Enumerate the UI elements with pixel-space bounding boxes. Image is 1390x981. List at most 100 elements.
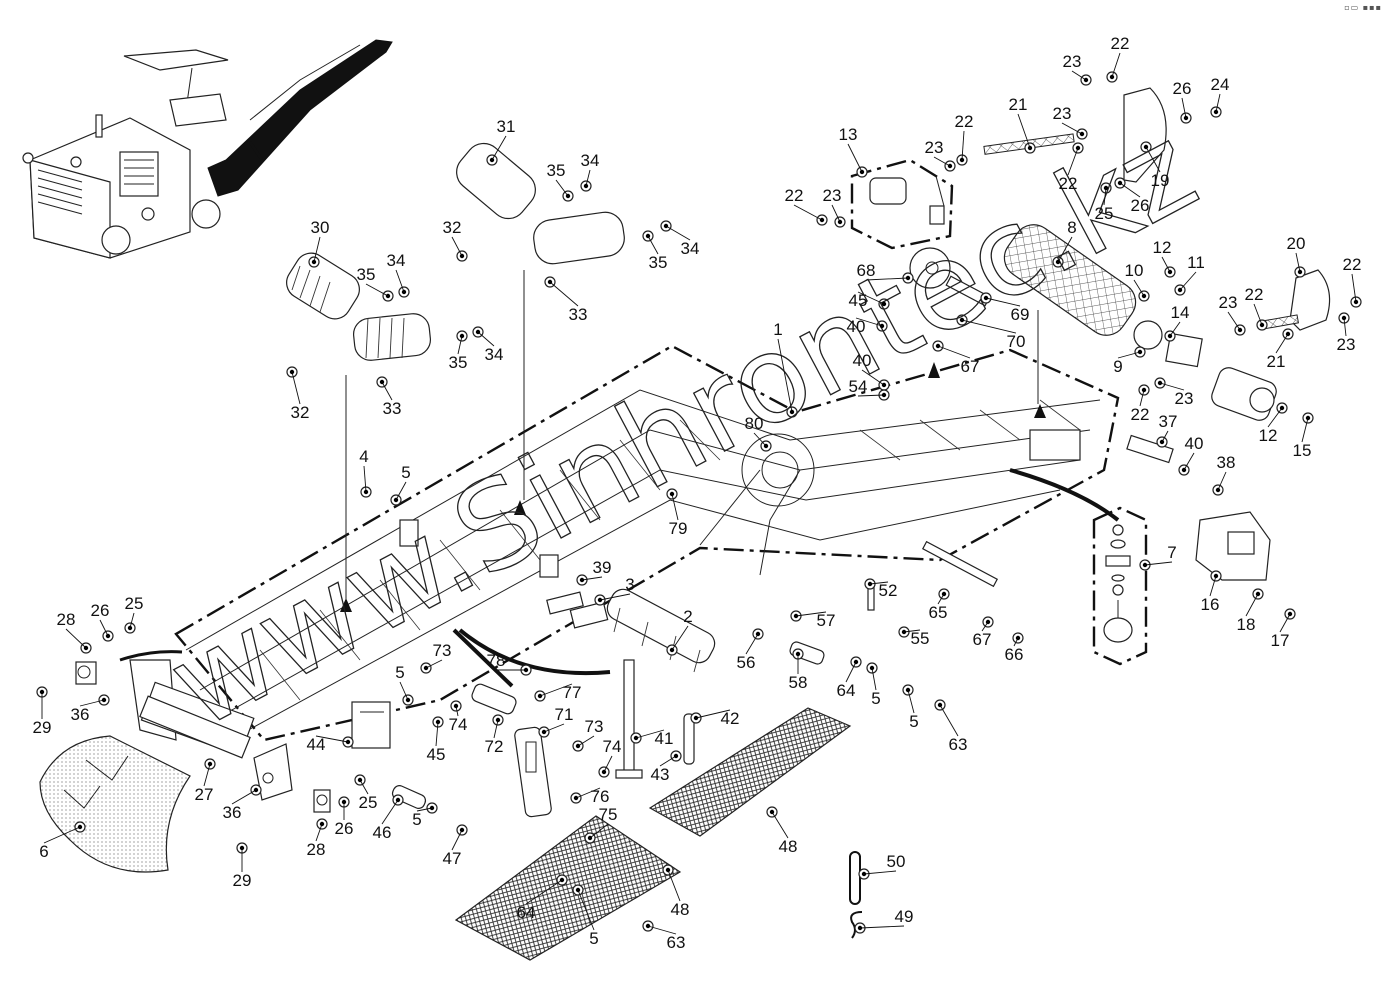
leader-dot — [795, 651, 801, 657]
leader-dot — [39, 689, 45, 695]
leader-dot — [575, 887, 581, 893]
part-number-label: 35 — [449, 353, 468, 372]
part-number-label: 27 — [195, 785, 214, 804]
leader-line — [315, 823, 323, 842]
leader-dot — [819, 217, 825, 223]
leader-line — [635, 729, 665, 739]
part-number-label: 16 — [1201, 595, 1220, 614]
leader-line — [1145, 146, 1161, 173]
leader-line — [1183, 452, 1195, 471]
leader-dot — [1181, 467, 1187, 473]
callout-part-25: 25 — [1095, 185, 1113, 223]
callout-part-15: 15 — [1293, 415, 1311, 460]
part-number-label: 23 — [1063, 52, 1082, 71]
leader-line — [907, 689, 915, 714]
callout-part-3: 3 — [597, 575, 635, 603]
callout-part-35: 35 — [357, 265, 391, 299]
leader-dot — [789, 409, 795, 415]
leader-dot — [1259, 322, 1265, 328]
leader-line — [1209, 575, 1217, 597]
callout-part-34: 34 — [387, 251, 407, 295]
part-number-label: 5 — [395, 663, 404, 682]
leader-line — [771, 811, 789, 839]
leader-line — [555, 179, 569, 197]
leader-dot — [579, 577, 585, 583]
leader-line — [671, 625, 689, 651]
callout-part-12: 12 — [1259, 405, 1285, 445]
leader-dot — [1117, 180, 1123, 186]
callout-part-41: 41 — [633, 729, 673, 748]
part-number-label: 47 — [443, 849, 462, 868]
callout-part-25: 25 — [125, 594, 143, 631]
part-number-label: 5 — [589, 929, 598, 948]
part-number-label: 72 — [485, 737, 504, 756]
leader-dot — [1255, 591, 1261, 597]
part-number-label: 64 — [517, 903, 536, 922]
watermark: www.Sinhrontec.kz — [148, 99, 1218, 757]
part-number-label: 48 — [671, 900, 690, 919]
leader-dot — [77, 824, 83, 830]
callout-part-5: 5 — [905, 687, 919, 731]
leader-dot — [319, 821, 325, 827]
part-number-label: 29 — [33, 718, 52, 737]
part-number-label: 22 — [1059, 174, 1078, 193]
leader-line — [425, 659, 443, 669]
callout-part-27: 27 — [195, 761, 214, 804]
leader-dot — [1167, 269, 1173, 275]
leader-dot — [1083, 77, 1089, 83]
part-number-label: 28 — [307, 840, 326, 859]
callout-part-33: 33 — [379, 379, 401, 418]
leader-dot — [1341, 315, 1347, 321]
callout-part-38: 38 — [1215, 453, 1235, 493]
leader-line — [871, 667, 877, 691]
part-number-label: 4 — [359, 447, 368, 466]
leader-line — [1351, 273, 1357, 303]
part-number-label: 67 — [973, 630, 992, 649]
leader-dot — [859, 169, 865, 175]
callout-part-26: 26 — [1173, 79, 1191, 121]
part-number-label: 75 — [599, 805, 618, 824]
callout-part-12: 12 — [1153, 238, 1173, 275]
leader-line — [795, 611, 827, 617]
callout-part-37: 37 — [1159, 412, 1177, 445]
callout-part-42: 42 — [693, 709, 739, 728]
callout-part-20: 20 — [1287, 234, 1305, 275]
part-number-label: 56 — [737, 653, 756, 672]
leader-dot — [429, 805, 435, 811]
part-number-label: 63 — [667, 933, 686, 952]
leader-dot — [83, 645, 89, 651]
leader-dot — [1183, 115, 1189, 121]
leader-dot — [861, 871, 867, 877]
leader-line — [416, 807, 433, 812]
leader-line — [577, 889, 595, 931]
part-number-label: 58 — [789, 673, 808, 692]
leader-line — [1139, 389, 1145, 407]
part-number-label: 71 — [555, 705, 574, 724]
leader-dot — [573, 795, 579, 801]
callout-part-63: 63 — [645, 923, 686, 952]
callout-part-57: 57 — [793, 611, 835, 630]
leader-dot — [663, 223, 669, 229]
leader-dot — [1143, 144, 1149, 150]
part-number-label: 12 — [1259, 426, 1278, 445]
part-number-label: 73 — [585, 717, 604, 736]
callout-part-5: 5 — [393, 463, 411, 503]
leader-line — [903, 629, 921, 633]
leader-line — [1215, 93, 1221, 113]
leader-dot — [565, 193, 571, 199]
leader-dot — [857, 925, 863, 931]
leader-line — [1103, 187, 1107, 206]
part-number-label: 31 — [497, 117, 516, 136]
leader-dot — [881, 392, 887, 398]
callout-part-45: 45 — [849, 291, 887, 310]
callout-part-48: 48 — [769, 809, 797, 856]
leader-dot — [1353, 299, 1359, 305]
leader-dot — [941, 591, 947, 597]
leader-line — [603, 755, 613, 773]
leader-dot — [597, 597, 603, 603]
leader-dot — [453, 703, 459, 709]
callout-part-33: 33 — [547, 279, 587, 324]
callout-part-47: 47 — [443, 827, 465, 868]
part-number-label: 21 — [1267, 352, 1286, 371]
